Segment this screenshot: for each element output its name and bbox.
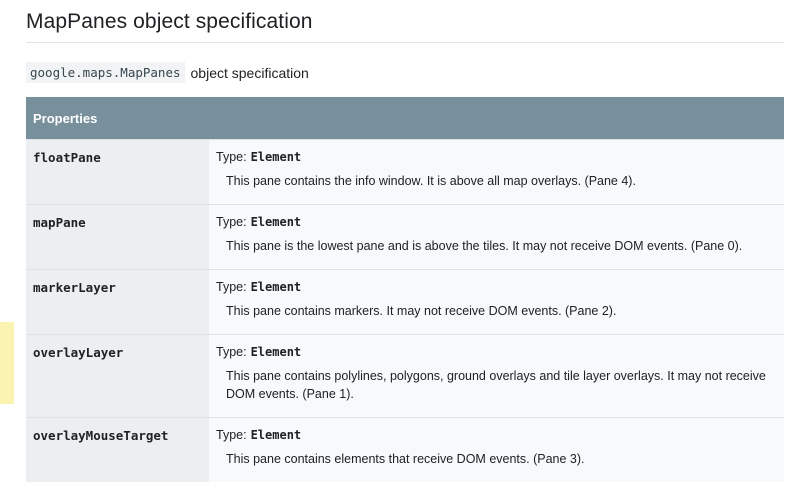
property-details: Type:Element This pane is the lowest pan… xyxy=(209,204,784,270)
property-details: Type:Element This pane contains markers.… xyxy=(209,269,784,335)
highlight-marker xyxy=(0,322,14,404)
table-row: floatPane Type:Element This pane contain… xyxy=(26,139,784,205)
properties-table: Properties floatPane Type:Element This p… xyxy=(26,97,784,482)
property-description: This pane contains polylines, polygons, … xyxy=(226,369,766,401)
title-divider xyxy=(26,42,784,43)
property-details: Type:Element This pane contains elements… xyxy=(209,417,784,482)
properties-header: Properties xyxy=(26,97,784,140)
type-label: Type: xyxy=(216,280,247,294)
property-description: This pane is the lowest pane and is abov… xyxy=(226,239,743,253)
table-row: markerLayer Type:Element This pane conta… xyxy=(26,269,784,335)
type-line: Type:Element xyxy=(216,345,766,359)
type-line: Type:Element xyxy=(216,280,766,294)
table-header-row: Properties xyxy=(26,97,784,140)
property-description: This pane contains elements that receive… xyxy=(226,452,585,466)
property-name[interactable]: overlayMouseTarget xyxy=(26,417,209,482)
property-details: Type:Element This pane contains the info… xyxy=(209,139,784,205)
type-line: Type:Element xyxy=(216,150,766,164)
type-value[interactable]: Element xyxy=(250,215,302,229)
property-name[interactable]: markerLayer xyxy=(26,269,209,335)
table-row: mapPane Type:Element This pane is the lo… xyxy=(26,204,784,270)
type-line: Type:Element xyxy=(216,215,766,229)
table-row: overlayMouseTarget Type:Element This pan… xyxy=(26,417,784,482)
property-description: This pane contains markers. It may not r… xyxy=(226,304,617,318)
intro-line: google.maps.MapPanes object specificatio… xyxy=(26,62,309,83)
property-description: This pane contains the info window. It i… xyxy=(226,174,636,188)
type-label: Type: xyxy=(216,345,247,359)
page-title: MapPanes object specification xyxy=(26,10,313,33)
property-name[interactable]: overlayLayer xyxy=(26,334,209,418)
type-value[interactable]: Element xyxy=(250,150,302,164)
intro-text: object specification xyxy=(190,64,309,81)
intro-class-code[interactable]: google.maps.MapPanes xyxy=(26,62,185,83)
property-name[interactable]: floatPane xyxy=(26,139,209,205)
type-line: Type:Element xyxy=(216,428,766,442)
property-details: Type:Element This pane contains polyline… xyxy=(209,334,784,418)
type-value[interactable]: Element xyxy=(250,345,302,359)
type-label: Type: xyxy=(216,215,247,229)
type-label: Type: xyxy=(216,150,247,164)
property-name[interactable]: mapPane xyxy=(26,204,209,270)
type-value[interactable]: Element xyxy=(250,280,302,294)
type-label: Type: xyxy=(216,428,247,442)
table-row: overlayLayer Type:Element This pane cont… xyxy=(26,334,784,418)
type-value[interactable]: Element xyxy=(250,428,302,442)
